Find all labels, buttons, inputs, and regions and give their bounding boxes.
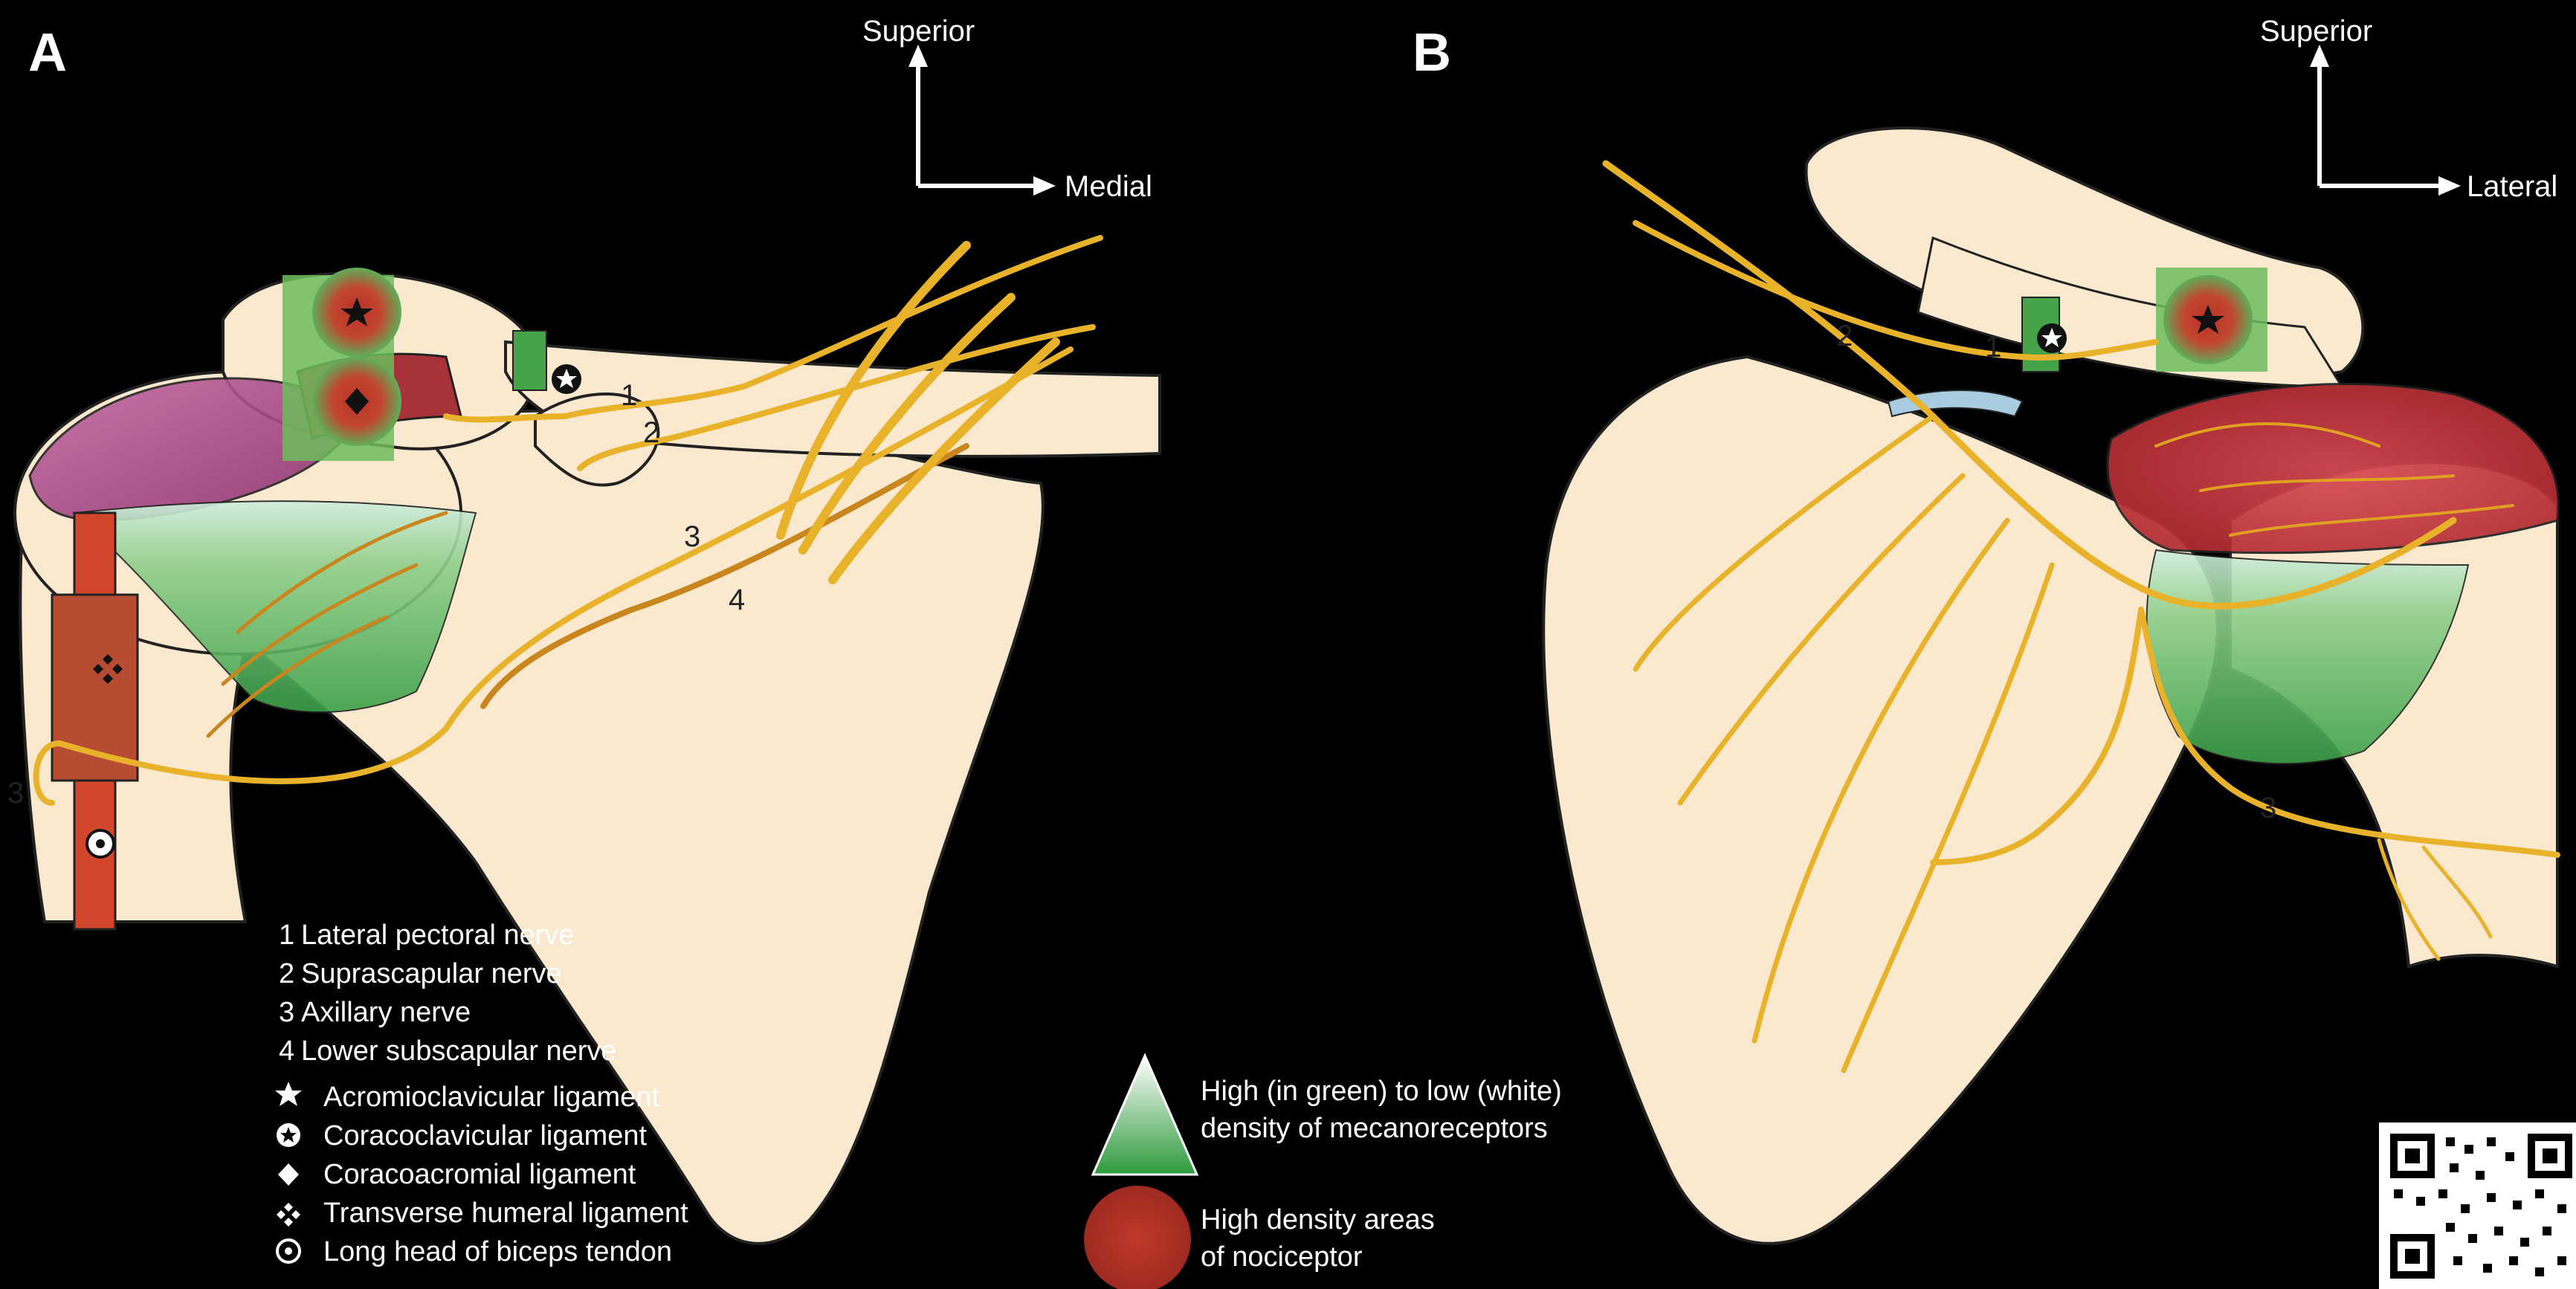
legend-diamond-icon [278, 1163, 299, 1186]
legend-key-4: 4 [279, 1036, 294, 1067]
legend-label-7: Coracoacromial ligament [323, 1159, 636, 1190]
panel-b: B Superior Lateral [1413, 15, 2558, 1244]
arrowhead-up-a [908, 45, 928, 67]
legend-label-9: Long head of biceps tendon [323, 1236, 672, 1267]
mechanoreceptor-triangle [1093, 1056, 1197, 1175]
nerve-number-4-a: 4 [729, 584, 745, 616]
legend-key-3: 3 [279, 997, 294, 1028]
legend-label-2: Suprascapular nerve [301, 958, 562, 989]
qr-code [2379, 1122, 2576, 1289]
arrowhead-right-b [2438, 176, 2461, 196]
legend-key-2: 2 [279, 958, 294, 989]
arrowhead-right-a [1033, 176, 1056, 196]
arrowhead-up-b [2310, 45, 2329, 67]
nociceptor-text-2: of nociceptor [1201, 1241, 1363, 1273]
legend-star-icon [275, 1082, 302, 1106]
lateral-label-b: Lateral [2467, 170, 2557, 203]
legend-label-6: Coracoclavicular ligament [323, 1120, 648, 1151]
nociceptor-text-1: High density areas [1201, 1204, 1435, 1235]
nerve-number-1-a: 1 [621, 379, 637, 412]
nerve-number-3-a: 3 [684, 520, 700, 553]
nerve-number-1-b: 1 [1985, 331, 2001, 364]
legend-key-1: 1 [279, 920, 294, 951]
legend-label-1: Lateral pectoral nerve [301, 920, 575, 951]
medial-label-a: Medial [1065, 170, 1152, 203]
superior-label-a: Superior [862, 15, 975, 48]
nerve-number-2-b: 2 [1836, 320, 1853, 352]
legend-label-5: Acromioclavicular ligament [323, 1082, 659, 1113]
panel-b-letter: B [1413, 23, 1451, 83]
nerve-number-2-a: 2 [643, 416, 659, 449]
mechanoreceptor-text-2: density of mecanoreceptors [1201, 1113, 1548, 1144]
cc-ligament-a [513, 331, 546, 390]
orientation-b [2320, 59, 2446, 186]
orientation-a [918, 59, 1041, 186]
nociceptor-circle [1084, 1186, 1191, 1289]
legend-label-8: Transverse humeral ligament [323, 1198, 688, 1229]
mechanoreceptor-text-1: High (in green) to low (white) [1201, 1076, 1562, 1107]
panel-a-letter: A [28, 23, 67, 83]
legend-label-4: Lower subscapular nerve [301, 1036, 617, 1067]
dot-circle-icon-center [96, 839, 105, 848]
nerve-number-3-b: 3 [2260, 792, 2276, 824]
rotator-cuff-b [2108, 384, 2558, 553]
nerve-number-3-left-a: 3 [7, 777, 24, 810]
legend-dot-circle-icon-center [285, 1247, 292, 1255]
density-legend: High (in green) to low (white) density o… [1084, 1056, 1562, 1289]
legend-label-3: Axillary nerve [301, 997, 471, 1028]
legend-four-diamond-icon [277, 1203, 300, 1227]
superior-label-b: Superior [2260, 15, 2372, 48]
